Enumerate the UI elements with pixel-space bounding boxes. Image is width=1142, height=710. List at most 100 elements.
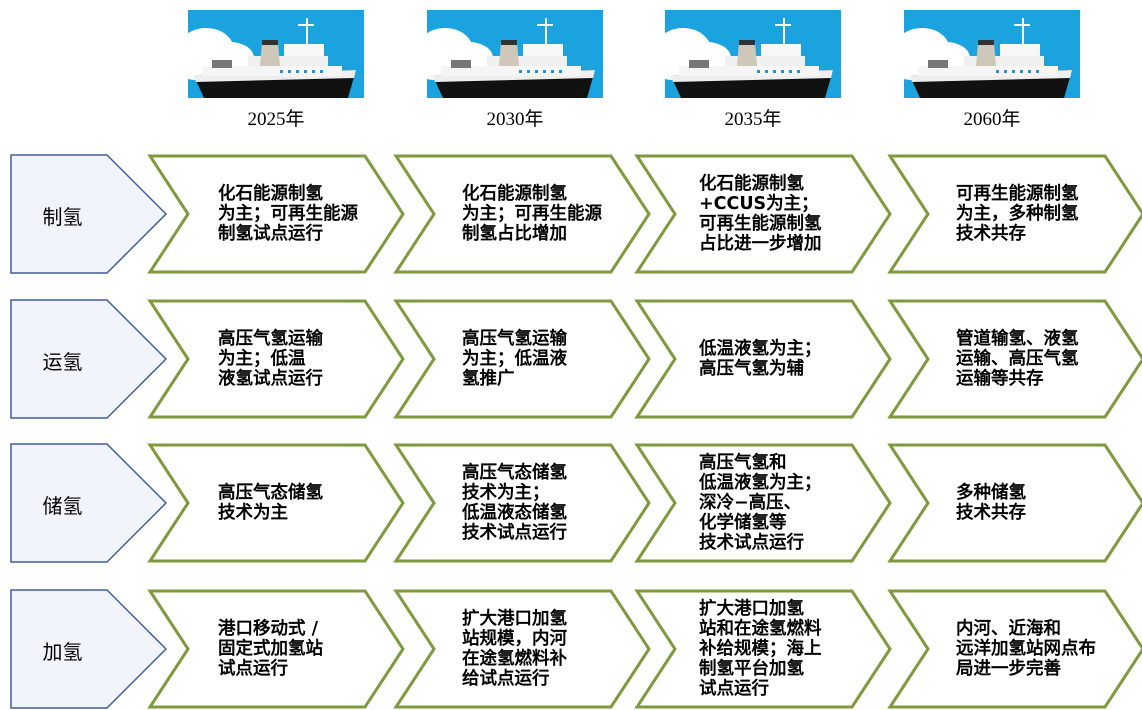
stage-chevron <box>147 299 405 419</box>
stage-text-line: 深冷−高压、 <box>699 493 802 513</box>
stage-text-line: 化石能源制氢 <box>699 174 804 194</box>
stage-text: 高压气态储氢技术为主；低温液态储氢技术试点运行 <box>462 463 567 543</box>
stage-chevron <box>393 299 651 419</box>
stage-text-line: 多种储氢 <box>956 483 1026 503</box>
stage-chevron <box>887 443 1142 563</box>
stage-text-line: 在途氢燃料补 <box>462 649 567 669</box>
stage-text-line: 高压气态储氢 <box>218 483 323 503</box>
stage-text-line: 为主；低温液 <box>462 349 567 369</box>
stage-chevron <box>147 443 405 563</box>
stage-text-line: 高压气氢和 <box>699 453 787 473</box>
stage-text-line: 制氢占比增加 <box>462 224 567 244</box>
stage-text: 管道输氢、液氢运输、高压气氢运输等共存 <box>956 329 1079 389</box>
stage-chevron <box>634 154 892 274</box>
stage-chevron <box>887 154 1142 274</box>
stage-text-line: 液氢试点运行 <box>218 369 323 389</box>
stage-text-line: 站和在途氢燃料 <box>699 619 822 639</box>
stage-text: 低温液氢为主；高压气氢为辅 <box>699 339 822 379</box>
stage-text-line: 技术试点运行 <box>462 523 567 543</box>
stage-text-line: 低温液氢为主； <box>699 473 822 493</box>
stage-text: 多种储氢技术共存 <box>956 483 1026 523</box>
stage-chevron <box>393 154 651 274</box>
stage-text-line: 内河、近海和 <box>956 619 1061 639</box>
stage-text: 内河、近海和远洋加氢站网点布局进一步完善 <box>956 619 1096 679</box>
stage-chevron <box>887 589 1142 709</box>
stage-text-line: 补给规模；海上 <box>699 639 822 659</box>
stage-text-line: 技术为主 <box>218 503 288 523</box>
stage-text-line: 可再生能源制氢 <box>956 184 1079 204</box>
row-label: 制氢 <box>42 205 83 229</box>
stage-text-line: 运输等共存 <box>956 369 1044 389</box>
row-label-shape <box>10 443 168 563</box>
stage-text: 化石能源制氢为主；可再生能源制氢占比增加 <box>462 184 602 244</box>
stage-text-line: 试点运行 <box>218 659 288 679</box>
ship-icon <box>890 10 1080 98</box>
year-label: 2025年 <box>247 109 305 130</box>
year-label: 2060年 <box>963 109 1021 130</box>
stage-text-line: 技术共存 <box>956 503 1026 523</box>
stage-chevron <box>393 589 651 709</box>
stage-text-line: 低温液氢为主； <box>699 339 822 359</box>
stage-text-line: 为主；可再生能源 <box>218 204 358 224</box>
stage-text: 化石能源制氢+CCUS为主；可再生能源制氢占比进一步增加 <box>699 174 822 254</box>
stage-text-line: 为主；低温 <box>218 349 306 369</box>
stage-text-line: 管道输氢、液氢 <box>956 329 1079 349</box>
stage-chevron <box>634 589 892 709</box>
row-label: 储氢 <box>42 494 83 518</box>
stage-text-line: 固定式加氢站 <box>218 639 323 659</box>
stage-text: 高压气氢和低温液氢为主；深冷−高压、化学储氢等技术试点运行 <box>699 453 822 553</box>
stage-text-line: 高压气氢为辅 <box>699 359 804 379</box>
stage-text-line: 站规模，内河 <box>462 629 567 649</box>
stage-text-line: 可再生能源制氢 <box>699 214 822 234</box>
stage-text: 可再生能源制氢为主，多种制氢技术共存 <box>956 184 1079 244</box>
stage-text-line: 化石能源制氢 <box>218 184 323 204</box>
stage-text-line: 化石能源制氢 <box>462 184 567 204</box>
stage-text-line: 试点运行 <box>699 679 769 699</box>
stage-text-line: 制氢平台加氢 <box>699 659 804 679</box>
stage-text: 扩大港口加氢站和在途氢燃料补给规模；海上制氢平台加氢试点运行 <box>699 599 822 699</box>
stage-text-line: 技术试点运行 <box>699 533 804 553</box>
row-label: 加氢 <box>42 640 83 664</box>
stage-text: 高压气氢运输为主；低温液氢推广 <box>462 329 567 389</box>
year-label: 2030年 <box>486 109 544 130</box>
stage-text-line: 远洋加氢站网点布 <box>956 639 1096 659</box>
stage-chevron <box>887 299 1142 419</box>
row-label-shape <box>10 299 168 419</box>
ship-icon <box>651 10 841 98</box>
stage-text-line: +CCUS为主； <box>699 194 819 214</box>
stage-text-line: 运输、高压气氢 <box>956 349 1079 369</box>
stage-text: 扩大港口加氢站规模，内河在途氢燃料补给试点运行 <box>462 609 567 689</box>
stage-text-line: 高压气态储氢 <box>462 463 567 483</box>
stage-text-line: 高压气氢运输 <box>218 329 323 349</box>
stage-text: 高压气氢运输为主；低温液氢试点运行 <box>218 329 323 389</box>
ship-icon <box>413 10 603 98</box>
stage-text-line: 化学储氢等 <box>699 513 787 533</box>
row-label-shape <box>10 589 168 709</box>
stage-text-line: 技术共存 <box>956 224 1026 244</box>
stage-text-line: 给试点运行 <box>462 669 550 689</box>
stage-text: 港口移动式 /固定式加氢站试点运行 <box>218 619 323 679</box>
stage-text-line: 扩大港口加氢 <box>699 599 804 619</box>
stage-text-line: 制氢试点运行 <box>218 224 323 244</box>
stage-text-line: 低温液态储氢 <box>462 503 567 523</box>
stage-text-line: 高压气氢运输 <box>462 329 567 349</box>
stage-chevron <box>634 299 892 419</box>
year-label: 2035年 <box>724 109 782 130</box>
stage-text-line: 港口移动式 / <box>218 619 318 639</box>
row-label: 运氢 <box>42 350 83 374</box>
stage-text-line: 占比进一步增加 <box>699 234 822 254</box>
stage-chevron <box>147 589 405 709</box>
ship-icon <box>174 10 364 98</box>
stage-text-line: 为主；可再生能源 <box>462 204 602 224</box>
stage-text-line: 技术为主； <box>462 483 550 503</box>
stage-chevron <box>393 443 651 563</box>
stage-chevron <box>634 443 892 563</box>
stage-text-line: 氢推广 <box>462 369 515 389</box>
stage-text: 化石能源制氢为主；可再生能源制氢试点运行 <box>218 184 358 244</box>
stage-text-line: 扩大港口加氢 <box>462 609 567 629</box>
stage-text-line: 局进一步完善 <box>956 659 1061 679</box>
stage-chevron <box>147 154 405 274</box>
row-label-shape <box>10 154 168 274</box>
stage-text: 高压气态储氢技术为主 <box>218 483 323 523</box>
